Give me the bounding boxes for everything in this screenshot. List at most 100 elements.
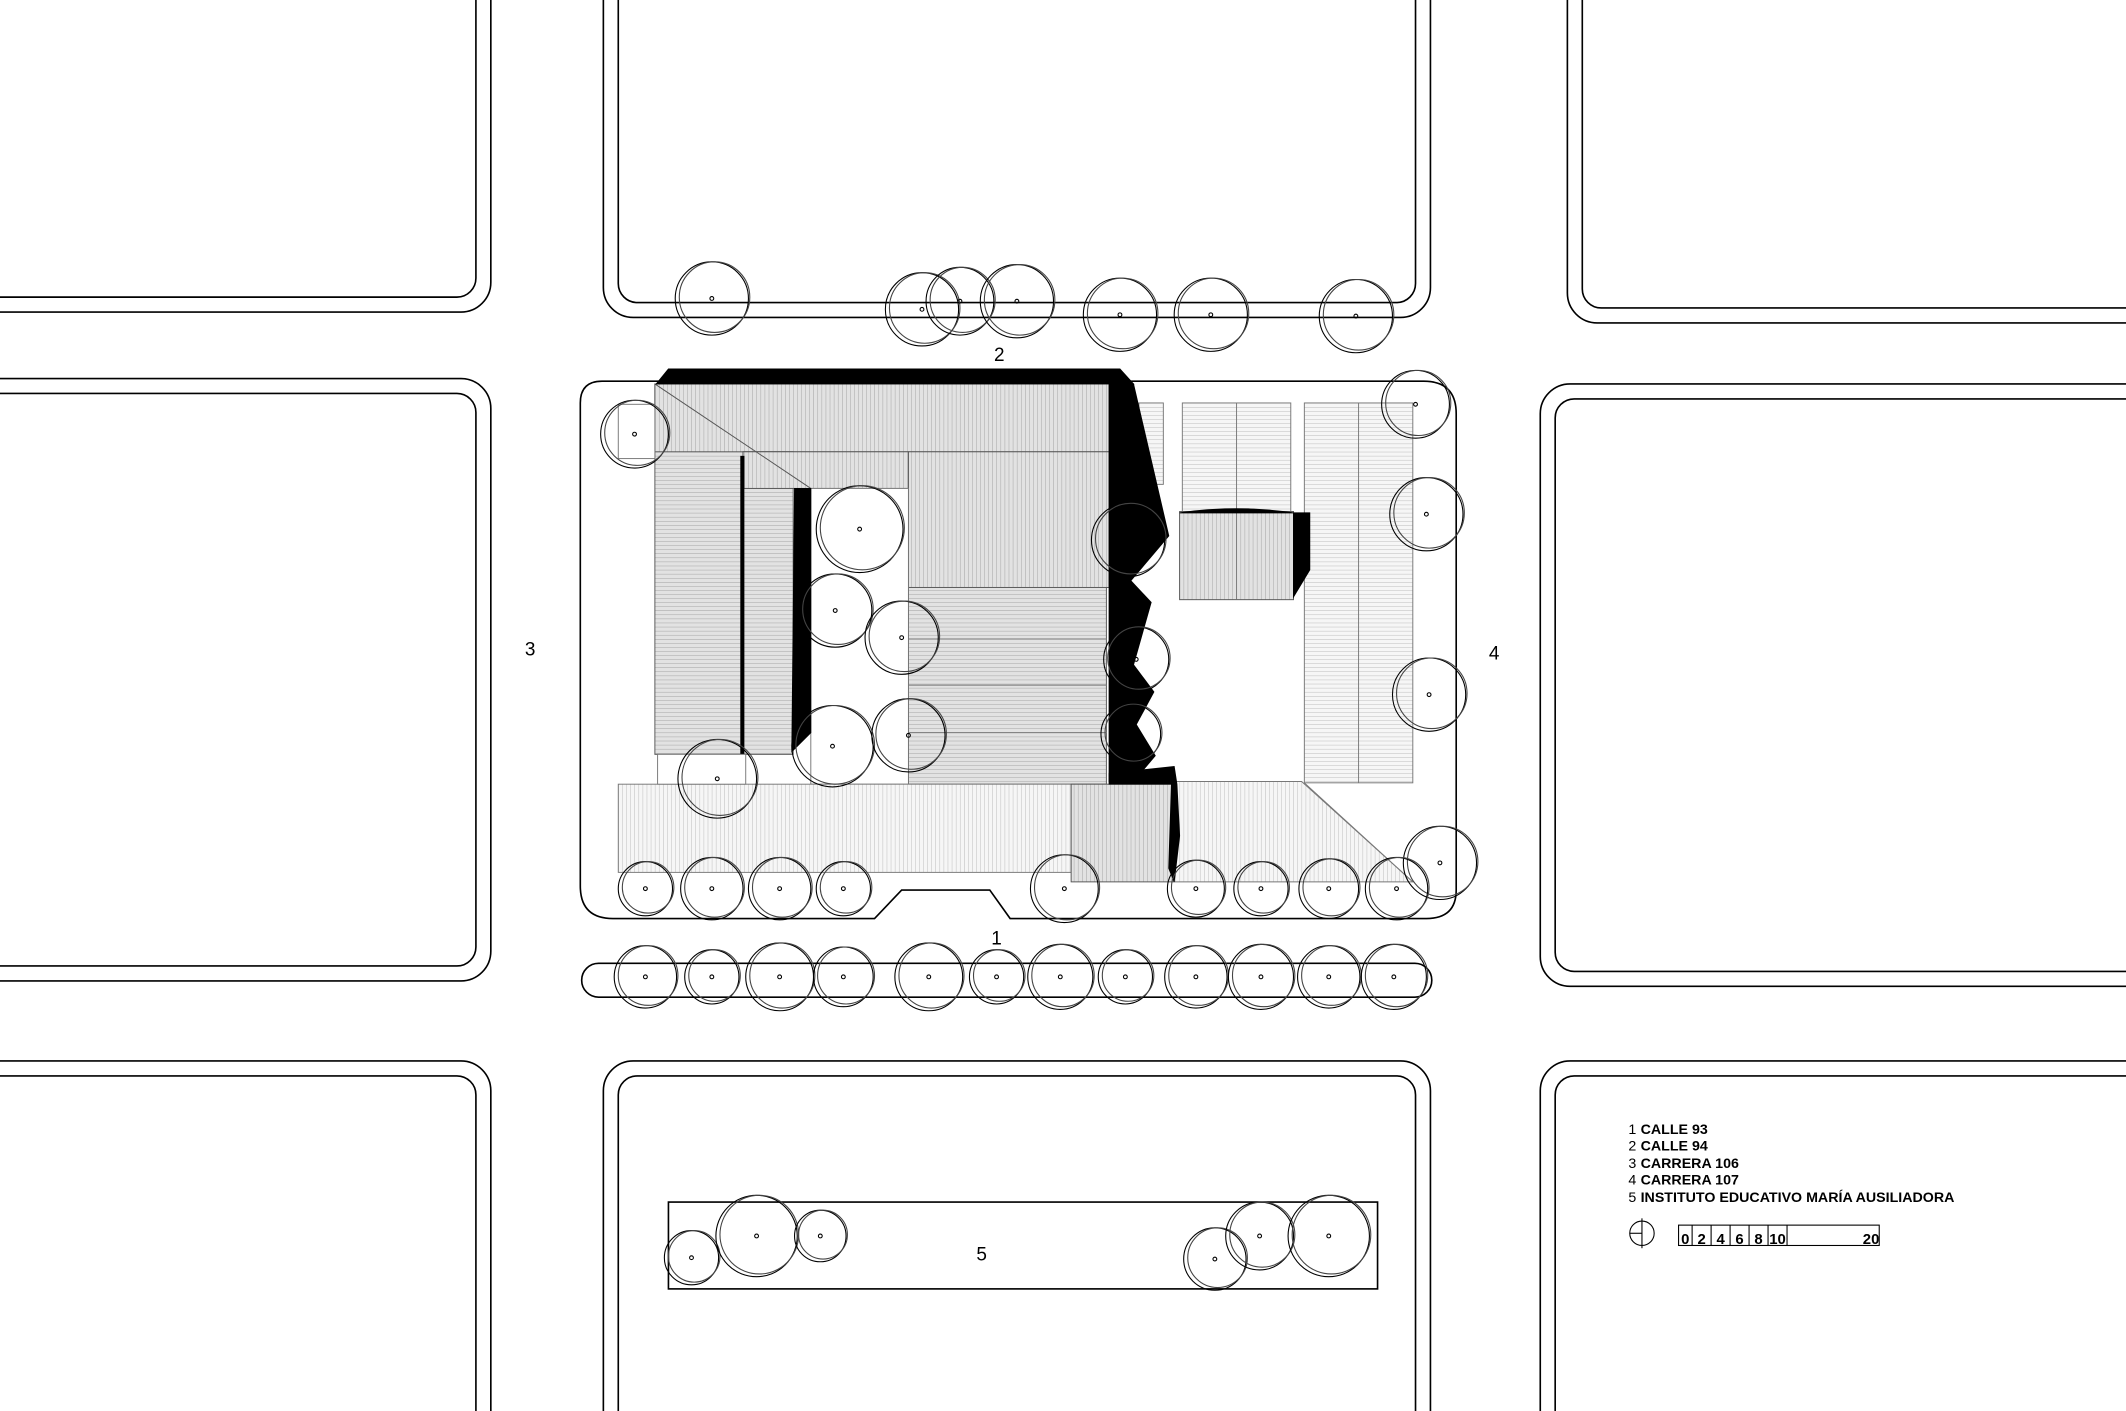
median-island — [580, 962, 1433, 999]
wall-inner-line — [740, 455, 745, 755]
tree-icon — [798, 573, 874, 648]
legend-num-3: 3 — [1628, 1156, 1636, 1172]
street-label-carrera107: 4 — [1489, 643, 1500, 664]
roof-inner-north — [742, 451, 909, 489]
roof-south-band — [617, 783, 1107, 873]
scale-tick-2: 2 — [1697, 1232, 1705, 1248]
block-sw-curb — [0, 1060, 492, 1411]
tree-icon — [1391, 657, 1468, 732]
tree-icon — [1402, 825, 1479, 901]
block-se-curb — [1539, 1060, 2126, 1411]
tree-icon — [1298, 858, 1361, 920]
trees — [600, 261, 1479, 1291]
legend-num-2: 2 — [1628, 1139, 1636, 1155]
street-label-calle93: 1 — [991, 928, 1002, 949]
tree-icon — [1287, 1194, 1372, 1278]
block-nw-sidewalk — [0, 0, 477, 298]
tree-icon — [1233, 860, 1290, 917]
institute-label: 5 — [976, 1244, 987, 1265]
tree-icon — [1225, 1201, 1296, 1271]
tree-icon — [894, 942, 965, 1012]
scale-tick-8: 8 — [1754, 1232, 1762, 1248]
block-sw-sidewalk — [0, 1075, 477, 1411]
tree-icon — [1029, 854, 1101, 924]
tree-icon — [1227, 943, 1296, 1010]
wall-courtyard-west — [791, 487, 812, 753]
block-n-sidewalk — [617, 0, 1417, 304]
courtyard — [810, 487, 909, 785]
legend-item-3: CARRERA 106 — [1641, 1156, 1739, 1172]
tree-icon — [884, 272, 961, 347]
tree-icon — [871, 698, 947, 773]
scale-tick-6: 6 — [1735, 1232, 1743, 1248]
entry-volume — [1070, 783, 1175, 883]
scale-tick-0: 0 — [1681, 1232, 1689, 1248]
institute-building — [667, 1201, 1379, 1290]
tree-icon — [1090, 502, 1167, 578]
tree-icon — [979, 264, 1056, 339]
tree-icon — [1097, 949, 1155, 1005]
block-s-sidewalk — [617, 1075, 1417, 1411]
roof-courtyard-slats — [907, 586, 1107, 785]
legend-item-1: CALLE 93 — [1641, 1122, 1708, 1138]
tree-icon — [617, 860, 675, 917]
roof-southwest-notch — [617, 403, 656, 460]
tree-icon — [968, 949, 1026, 1005]
tree-icon — [680, 856, 745, 921]
block-nw-curb — [0, 0, 492, 313]
tree-icon — [793, 1209, 848, 1263]
wall-northeast-b — [1179, 508, 1311, 599]
tree-icon — [1100, 703, 1163, 765]
tree-icon — [812, 946, 876, 1008]
legend-num-5: 5 — [1628, 1190, 1636, 1206]
tree-icon — [684, 949, 741, 1005]
tree-icon — [1103, 626, 1171, 693]
tree-icon — [1027, 943, 1095, 1010]
block-e-sidewalk — [1554, 398, 2126, 973]
north-arrow-icon — [1629, 1218, 1655, 1249]
block-ne-curb — [1566, 0, 2126, 324]
tree-icon — [600, 399, 671, 469]
scale-bar: 0 2 4 6 8 10 20 — [1678, 1224, 1880, 1248]
legend: 1 CALLE 93 2 CALLE 94 3 CARRERA 106 4 CA… — [1628, 1122, 1954, 1206]
roof-inner-west — [742, 451, 794, 755]
tree-icon — [1082, 277, 1159, 352]
tree-icon — [1381, 369, 1452, 439]
block-e-curb — [1539, 383, 2126, 988]
scale-tick-4: 4 — [1716, 1232, 1725, 1248]
tree-icon — [1364, 856, 1430, 921]
wall-north — [655, 368, 1135, 385]
tree-icon — [1360, 943, 1429, 1010]
tree-icon — [925, 266, 996, 336]
block-s-curb — [602, 1060, 1432, 1411]
building — [617, 368, 1415, 883]
roof-main-north — [654, 383, 1110, 453]
block-n-curb — [602, 0, 1432, 319]
block-se-sidewalk — [1554, 1075, 2126, 1411]
legend-item-4: CARRERA 107 — [1641, 1172, 1739, 1188]
tree-icon — [815, 860, 873, 917]
tree-icon — [1173, 277, 1250, 352]
scale-tick-20: 20 — [1863, 1232, 1880, 1248]
block-ne-sidewalk — [1581, 0, 2126, 309]
wall-south-east — [1108, 766, 1181, 883]
block-w-sidewalk — [0, 392, 477, 967]
street-label-calle94: 2 — [994, 345, 1005, 366]
tree-icon — [1166, 859, 1227, 918]
legend-num-4: 4 — [1628, 1172, 1636, 1188]
legend-item-5: INSTITUTO EDUCATIVO MARÍA AUSILIADORA — [1641, 1189, 1955, 1206]
tree-icon — [674, 261, 751, 336]
block-w-curb — [0, 377, 492, 982]
legend-item-2: CALLE 94 — [1641, 1139, 1708, 1155]
tree-icon — [864, 600, 941, 675]
scale-tick-10: 10 — [1769, 1232, 1786, 1248]
roof-main-east — [907, 451, 1110, 588]
tree-icon — [663, 1230, 721, 1286]
tree-icon — [1389, 477, 1465, 552]
street-label-carrera106: 3 — [525, 639, 536, 660]
tree-icon — [1318, 278, 1395, 354]
tree-icon — [613, 945, 679, 1009]
tree-icon — [1183, 1227, 1248, 1291]
